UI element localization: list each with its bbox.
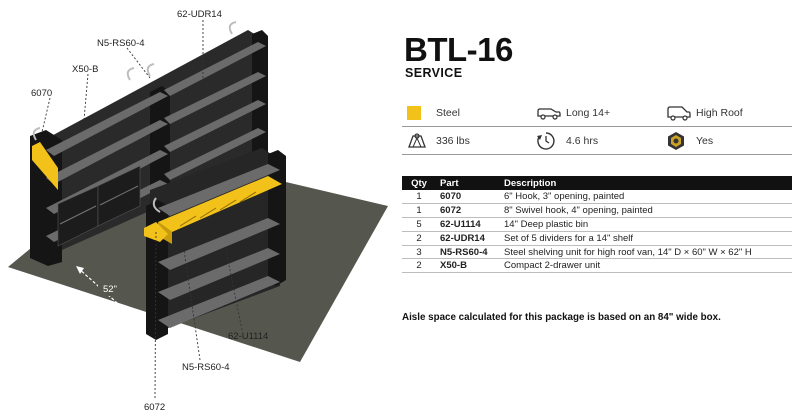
spec-install-time: 4.6 hrs [532,127,662,154]
hex-bolt-icon [662,131,696,151]
front-shelving-unit [144,148,286,340]
weight-icon [402,131,436,151]
parts-table-header: Qty Part Description [402,176,792,190]
parts-table: Qty Part Description 1 6070 6" Hook, 3" … [402,176,792,274]
row-qty: 5 [402,217,436,232]
product-model-title: BTL-16 [404,31,513,68]
aisle-space-note: Aisle space calculated for this package … [402,312,721,323]
spec-row-2: 336 lbs 4.6 hrs Yes [402,127,792,155]
row-qty: 1 [402,203,436,219]
van-length-icon [532,103,566,123]
spec-hardware-label: Yes [696,134,714,147]
spec-roof-label: High Roof [696,106,743,119]
row-description: 8" Swivel hook, 4" opening, painted [500,203,792,219]
spec-weight: 336 lbs [402,127,532,154]
row-description: 6" Hook, 3" opening, painted [500,190,792,205]
row-qty: 3 [402,245,436,260]
row-qty: 1 [402,190,436,205]
spec-grid: Steel Long 14+ High Roof 336 lbs [402,99,792,155]
header-part: Part [436,176,500,190]
table-row: 2 62-UDR14 Set of 5 dividers for a 14" s… [402,231,792,246]
spec-van-length: Long 14+ [532,99,662,126]
row-description: Compact 2-drawer unit [500,258,792,274]
table-row: 3 N5-RS60-4 Steel shelving unit for high… [402,245,792,260]
row-description: Set of 5 dividers for a 14" shelf [500,231,792,246]
callout-62-u1114: 62-U1114 [228,331,268,342]
spec-roof: High Roof [662,99,792,126]
row-part: 6072 [436,203,500,219]
callout-leaders [41,20,243,399]
table-row: 5 62-U1114 14" Deep plastic bin [402,217,792,232]
row-description: 14" Deep plastic bin [500,217,792,232]
back-shelving-unit [30,21,268,266]
spec-van-length-label: Long 14+ [566,106,611,119]
row-part: X50-B [436,258,500,274]
row-part: 6070 [436,190,500,205]
aisle-width-label: 52" [103,284,117,295]
spec-row-1: Steel Long 14+ High Roof [402,99,792,127]
table-row: 1 6072 8" Swivel hook, 4" opening, paint… [402,203,792,219]
row-qty: 2 [402,231,436,246]
row-qty: 2 [402,258,436,274]
callout-x50-b: X50-B [72,64,98,75]
callout-n5-rs60-4-top: N5-RS60-4 [97,38,145,49]
callout-n5-rs60-4-bottom: N5-RS60-4 [182,362,230,373]
van-roof-icon [662,103,696,123]
row-part: 62-U1114 [436,217,500,232]
yellow-square-icon [402,103,436,123]
header-qty: Qty [402,176,436,190]
clock-icon [532,131,566,151]
table-row: 2 X50-B Compact 2-drawer unit [402,258,792,274]
spec-material-label: Steel [436,106,460,119]
spec-install-time-label: 4.6 hrs [566,134,599,147]
product-category: SERVICE [405,66,463,80]
table-row: 1 6070 6" Hook, 3" opening, painted [402,190,792,205]
callout-62-udr14: 62-UDR14 [177,9,222,20]
product-illustration: 52" 62-UDR14 N5-RS60-4 X50-B 6070 62-U11… [8,9,388,413]
callout-6070: 6070 [31,88,52,99]
spec-material: Steel [402,99,532,126]
row-part: 62-UDR14 [436,231,500,246]
spec-hardware: Yes [662,127,792,154]
spec-weight-label: 336 lbs [436,134,470,147]
row-part: N5-RS60-4 [436,245,500,260]
row-description: Steel shelving unit for high roof van, 1… [500,245,792,260]
callout-6072: 6072 [144,402,165,413]
aisle-dimension: 52" [76,266,136,320]
header-description: Description [500,176,792,190]
product-info-panel: BTL-16 SERVICE Steel Long 14+ High Roof [402,0,792,420]
